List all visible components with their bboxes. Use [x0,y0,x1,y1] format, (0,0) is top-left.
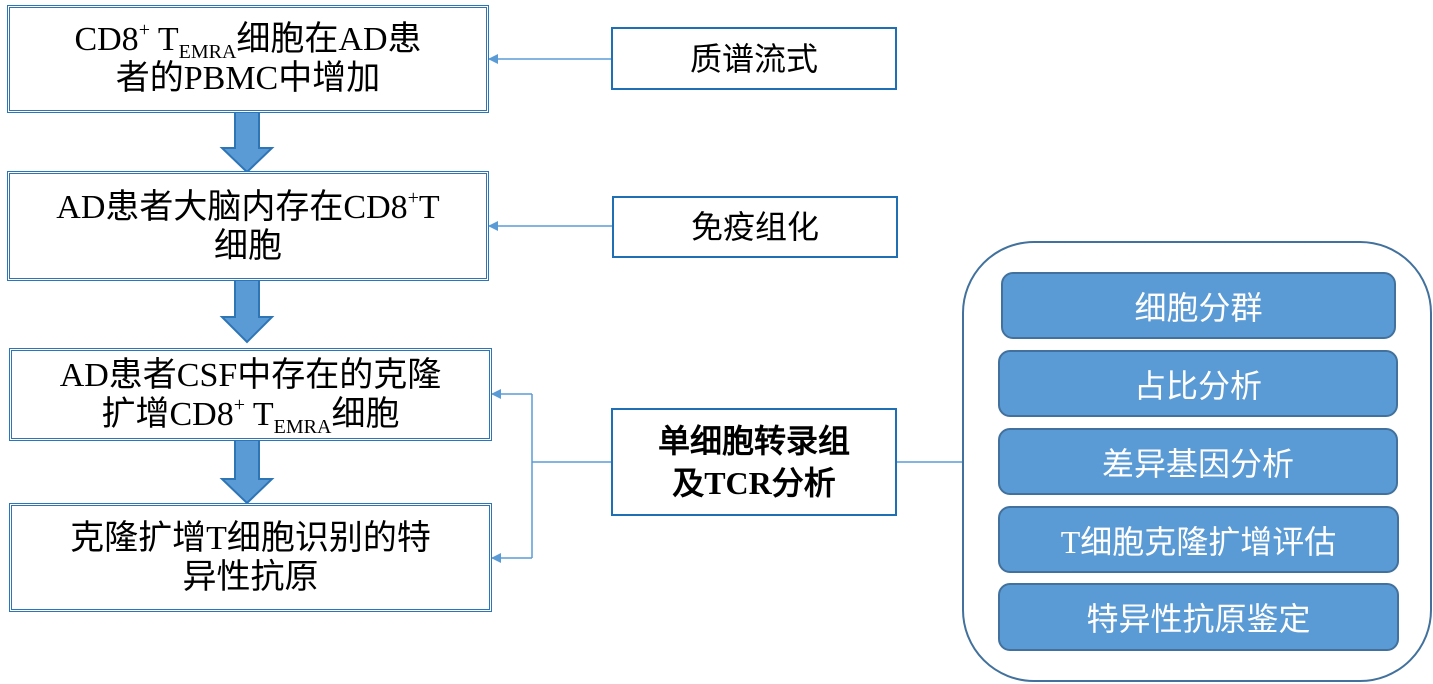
text-run: 细胞识别的特 [226,518,431,558]
text-run: T [1060,523,1081,560]
text-run: 占比分析 [1133,366,1262,405]
text-content: AD患者大脑内存在CD8+T 细胞 [56,188,439,265]
text-run: 扩增 [101,393,170,434]
text-run: T [149,21,179,58]
text-run: 者的 [115,58,184,98]
text-run: 中增加 [278,58,381,98]
step-pbmc-increase: CD8+ TEMRA细胞在AD患者的PBMC中增加 [7,5,489,113]
method-immunohistochemistry: 免疫组化 [612,196,898,258]
text-run: AD [56,188,106,226]
text-content: 单细胞转录组及TCR分析 [658,420,850,504]
text-run: 细胞克隆扩增评估 [1080,522,1337,561]
text-run: 细胞 [214,225,282,266]
step-specific-antigen: 克隆扩增T细胞识别的特异性抗原 [9,503,492,612]
text-run: AD [59,356,109,394]
text-content: 差异基因分析 [1102,439,1294,485]
text-run: 患者大脑内存在 [105,186,344,227]
analysis-cell-clustering: 细胞分群 [1001,272,1396,339]
method-scrna-tcr: 单细胞转录组及TCR分析 [611,408,897,516]
text-run: 细胞在 [236,19,339,59]
text-run: CSF [176,356,238,394]
text-content: CD8+ TEMRA细胞在AD患者的PBMC中增加 [74,20,421,98]
down-arrow-2 [219,278,275,344]
text-run: 克隆扩增 [70,518,207,558]
text-run: 单细胞转录组 [657,422,850,460]
text-run: 中存在的克隆 [237,354,442,395]
text-run: 异性抗原 [182,557,319,597]
analysis-proportion: 占比分析 [998,350,1398,417]
analysis-differential-genes: 差异基因分析 [998,428,1398,495]
text-run: T [245,395,274,433]
text-run: TCR [704,465,772,501]
text-run: 差异基因分析 [1101,444,1294,483]
text-run: 细胞分群 [1134,288,1263,327]
text-run: 患 [387,19,422,59]
text-run: EMRA [178,41,237,63]
text-run: 患者 [108,354,177,395]
method-mass-cytometry-label: 质谱流式 [689,39,818,78]
text-run: EMRA [273,415,332,438]
text-run: T [206,520,227,557]
step-brain-cd8: AD患者大脑内存在CD8+T 细胞 [7,171,489,281]
down-arrow-1 [219,110,275,174]
text-run: 特异性抗原鉴定 [1086,600,1311,638]
text-run: T [418,188,440,226]
text-run: + [138,19,150,41]
down-arrow-3 [219,438,275,505]
text-content: 占比分析 [1134,361,1262,407]
text-content: AD患者CSF中存在的克隆扩增CD8+ TEMRA细胞 [59,354,442,437]
analysis-antigen-identification: 特异性抗原鉴定 [998,583,1399,651]
text-run: 及 [672,464,705,502]
text-run: CD8 [169,395,234,433]
method-mass-cytometry: 质谱流式 [611,27,897,90]
text-content: T细胞克隆扩增评估 [1061,517,1337,563]
text-content: 特异性抗原鉴定 [1086,594,1310,640]
text-run: CD8 [343,188,408,226]
text-run: + [233,393,246,416]
analysis-clonal-expansion: T细胞克隆扩增评估 [998,506,1399,573]
text-run: AD [338,21,388,58]
text-content: 细胞分群 [1134,283,1262,329]
text-content: 克隆扩增T细胞识别的特异性抗原 [70,519,431,596]
step-csf-clonal: AD患者CSF中存在的克隆扩增CD8+ TEMRA细胞 [9,348,492,441]
text-run: PBMC [183,60,279,97]
text-run: 分析 [771,464,836,502]
method-ihc-label: 免疫组化 [690,208,819,246]
text-run: + [407,186,419,209]
text-run: 细胞 [331,393,400,434]
text-run: CD8 [74,21,139,58]
